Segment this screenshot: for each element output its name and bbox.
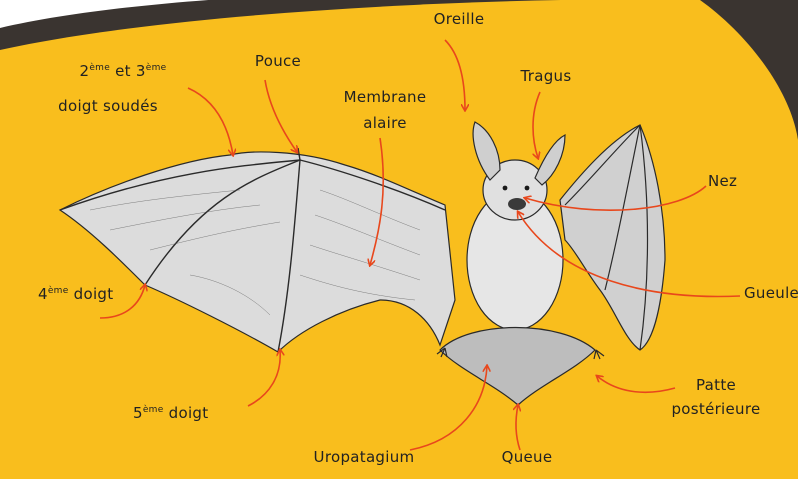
- label-patte-line2: postérieure: [671, 400, 760, 418]
- label-tragus: Tragus: [521, 67, 572, 85]
- label-uropatagium: Uropatagium: [314, 448, 415, 466]
- eye-right: [525, 186, 530, 191]
- label-doigt-2-3: 2ème et 3ème: [79, 62, 166, 80]
- label-oreille: Oreille: [434, 10, 485, 28]
- snout: [508, 198, 526, 210]
- label-membrane-line1: Membrane: [344, 88, 427, 106]
- label-5eme-doigt: 5ème doigt: [133, 404, 208, 422]
- label-membrane-line2: alaire: [363, 114, 407, 132]
- label-nez: Nez: [708, 172, 737, 190]
- label-patte-line1: Patte: [696, 376, 736, 394]
- eye-left: [503, 186, 508, 191]
- label-queue: Queue: [502, 448, 553, 466]
- label-gueule: Gueule: [744, 284, 798, 302]
- label-doigt-2-3-line2: doigt soudés: [58, 97, 158, 115]
- label-4eme-doigt: 4ème doigt: [38, 285, 113, 303]
- label-pouce: Pouce: [255, 52, 301, 70]
